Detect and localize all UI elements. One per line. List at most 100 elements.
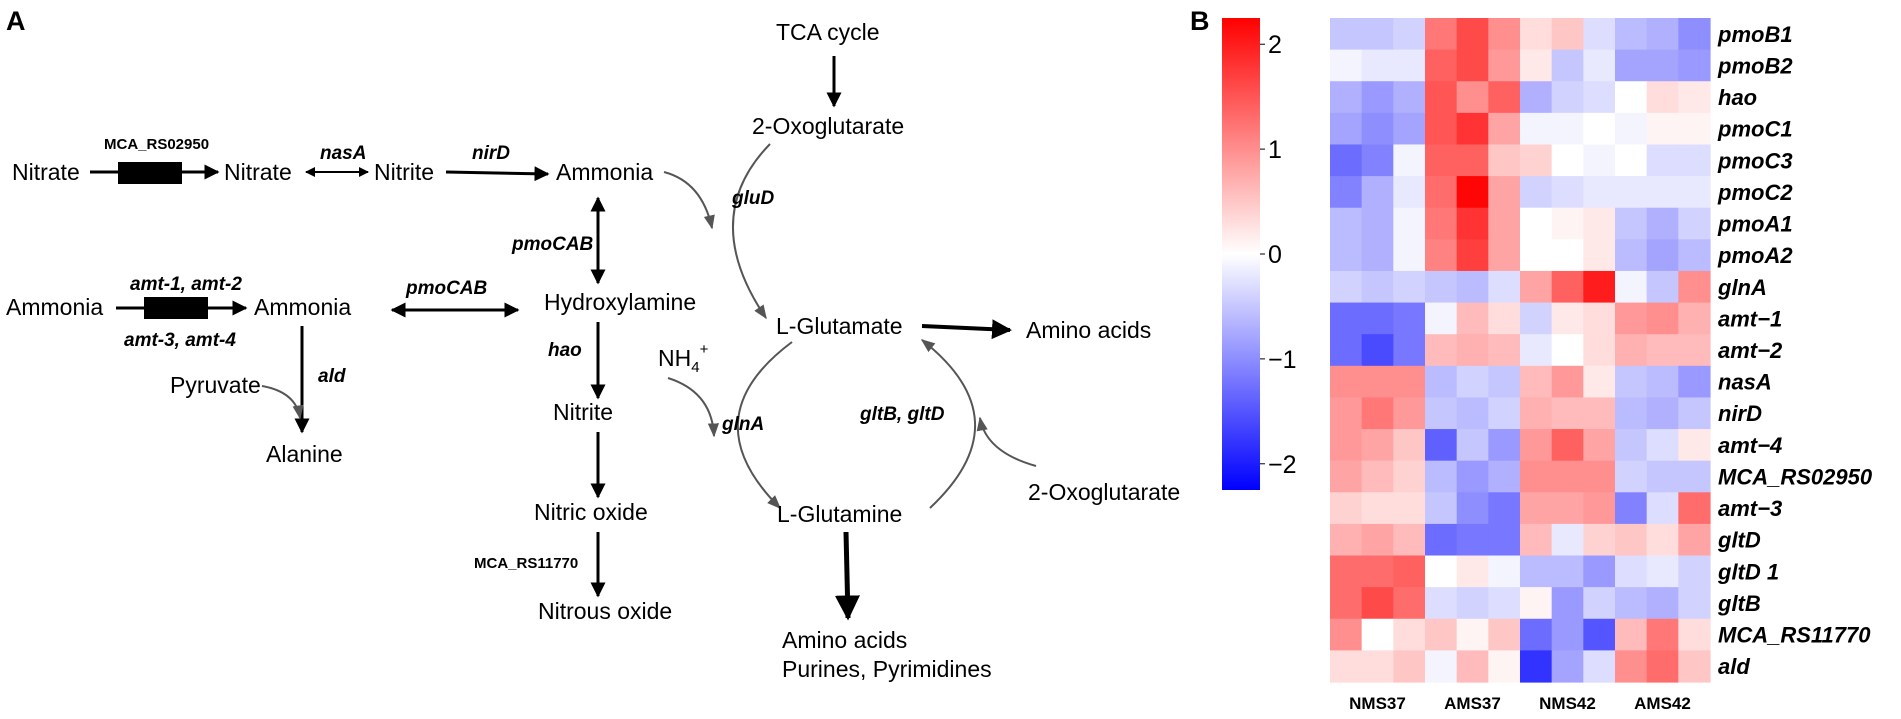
- heatmap-cell: [1393, 429, 1426, 462]
- colorbar-ticks: 210−1−2: [1260, 31, 1297, 479]
- node-nitrous-oxide: Nitrous oxide: [538, 598, 672, 624]
- heatmap-cell: [1425, 239, 1458, 272]
- heatmap-cell: [1330, 365, 1363, 399]
- heatmap-row-label: pmoB2: [1717, 53, 1793, 78]
- heatmap-cell: [1615, 112, 1648, 146]
- heatmap-cell: [1583, 144, 1616, 177]
- heatmap-row-label: pmoC3: [1717, 148, 1793, 173]
- heatmap-panel: B 210−1−2 pmoB1pmoB2haopmoC1pmoC3pmoC2pm…: [1190, 6, 1873, 713]
- heatmap-cell: [1520, 492, 1553, 525]
- heatmap-cell: [1330, 207, 1363, 240]
- heatmap-cell: [1393, 334, 1426, 367]
- heatmap-cell: [1488, 81, 1521, 114]
- heatmap-cell: [1361, 18, 1394, 51]
- node-ammonia: Ammonia: [254, 294, 351, 320]
- heatmap-cell: [1330, 618, 1363, 651]
- heatmap-cell: [1615, 587, 1648, 620]
- heatmap-cell: [1456, 650, 1489, 683]
- heatmap-cell: [1361, 555, 1394, 588]
- heatmap-row-label: amt−4: [1718, 433, 1782, 458]
- heatmap-row-label: amt−3: [1718, 496, 1782, 521]
- heatmap-cell: [1425, 587, 1458, 620]
- heatmap-row-label: amt−1: [1718, 306, 1782, 331]
- heatmap-cell: [1583, 270, 1616, 304]
- heatmap-cell: [1520, 397, 1553, 430]
- node-oxoglutarate-top: 2-Oxoglutarate: [752, 113, 904, 139]
- heatmap-cell: [1615, 302, 1648, 335]
- heatmap-cell: [1520, 81, 1553, 114]
- heatmap-cell: [1646, 555, 1679, 588]
- gene-mca-rs02950: MCA_RS02950: [104, 136, 209, 153]
- heatmap-cell: [1330, 144, 1363, 177]
- heatmap-cell: [1583, 18, 1616, 51]
- heatmap-cell: [1678, 523, 1711, 557]
- heatmap-cell: [1425, 365, 1458, 399]
- heatmap-cell: [1393, 270, 1426, 304]
- heatmap-cell: [1425, 270, 1458, 304]
- gene-gluD: gluD: [731, 188, 774, 209]
- heatmap-cell: [1646, 334, 1679, 367]
- heatmap-cell: [1646, 302, 1679, 335]
- gene-pmoCAB-h: pmoCAB: [405, 278, 488, 299]
- heatmap-cell: [1361, 365, 1394, 399]
- heatmap-row-label: hao: [1718, 85, 1757, 110]
- heatmap-cell: [1425, 492, 1458, 525]
- heatmap-cell: [1361, 429, 1394, 462]
- edge-glutamate-aminoacids: [921, 319, 1012, 340]
- heatmap-cell: [1456, 587, 1489, 620]
- colorbar-tick-label: −2: [1268, 451, 1297, 479]
- heatmap-cell: [1646, 492, 1679, 525]
- heatmap-cell: [1583, 334, 1616, 367]
- heatmap-cells: [1330, 18, 1711, 683]
- heatmap-cell: [1393, 555, 1426, 588]
- edge-nitrite-ammonia: [445, 166, 550, 182]
- heatmap-cell: [1488, 270, 1521, 304]
- edge-glutamine-products: [834, 531, 860, 621]
- heatmap-cell: [1520, 270, 1553, 304]
- heatmap-cell: [1520, 460, 1553, 493]
- heatmap-cell: [1456, 492, 1489, 525]
- heatmap-cell: [1425, 144, 1458, 177]
- heatmap-cell: [1583, 81, 1616, 114]
- node-nitrite: Nitrite: [374, 159, 434, 185]
- heatmap-cell: [1425, 460, 1458, 493]
- heatmap-row-label: MCA_RS02950: [1718, 464, 1873, 489]
- heatmap-cell: [1488, 302, 1521, 335]
- node-alanine: Alanine: [266, 441, 343, 467]
- heatmap-cell: [1646, 460, 1679, 493]
- heatmap-cell: [1361, 207, 1394, 240]
- heatmap-row-label: pmoB1: [1717, 22, 1793, 47]
- edge-glutamate-glutamine: [737, 341, 793, 509]
- heatmap-cell: [1615, 49, 1648, 82]
- heatmap-column-label: NMS42: [1539, 694, 1596, 713]
- heatmap-cell: [1583, 523, 1616, 557]
- heatmap-cell: [1678, 144, 1711, 177]
- heatmap-cell: [1615, 650, 1648, 683]
- heatmap-cell: [1615, 207, 1648, 240]
- heatmap-cell: [1520, 429, 1553, 462]
- heatmap-cell: [1456, 81, 1489, 114]
- node-oxoglutarate-right: 2-Oxoglutarate: [1028, 479, 1180, 505]
- gene-ald: ald: [318, 366, 346, 387]
- transporter-box-nitrate: [118, 162, 182, 184]
- heatmap-row-label: gltB: [1717, 591, 1761, 616]
- heatmap-cell: [1393, 49, 1426, 82]
- heatmap-cell: [1520, 239, 1553, 272]
- heatmap-cell: [1678, 270, 1711, 304]
- heatmap-row-label: gltD 1: [1717, 559, 1779, 584]
- heatmap-cell: [1456, 112, 1489, 146]
- heatmap-cell: [1646, 618, 1679, 651]
- heatmap-cell: [1425, 176, 1458, 209]
- heatmap-cell: [1330, 460, 1363, 493]
- heatmap-column-label: NMS37: [1349, 694, 1406, 713]
- heatmap-cell: [1393, 492, 1426, 525]
- node-nh4: NH4+: [658, 341, 709, 376]
- heatmap-cell: [1678, 587, 1711, 620]
- heatmap-cell: [1425, 397, 1458, 430]
- heatmap-cell: [1456, 18, 1489, 51]
- gene-nasA: nasA: [320, 143, 366, 164]
- node-products-line1: Amino acids: [782, 627, 907, 653]
- heatmap-cell: [1646, 18, 1679, 51]
- heatmap-cell: [1678, 365, 1711, 399]
